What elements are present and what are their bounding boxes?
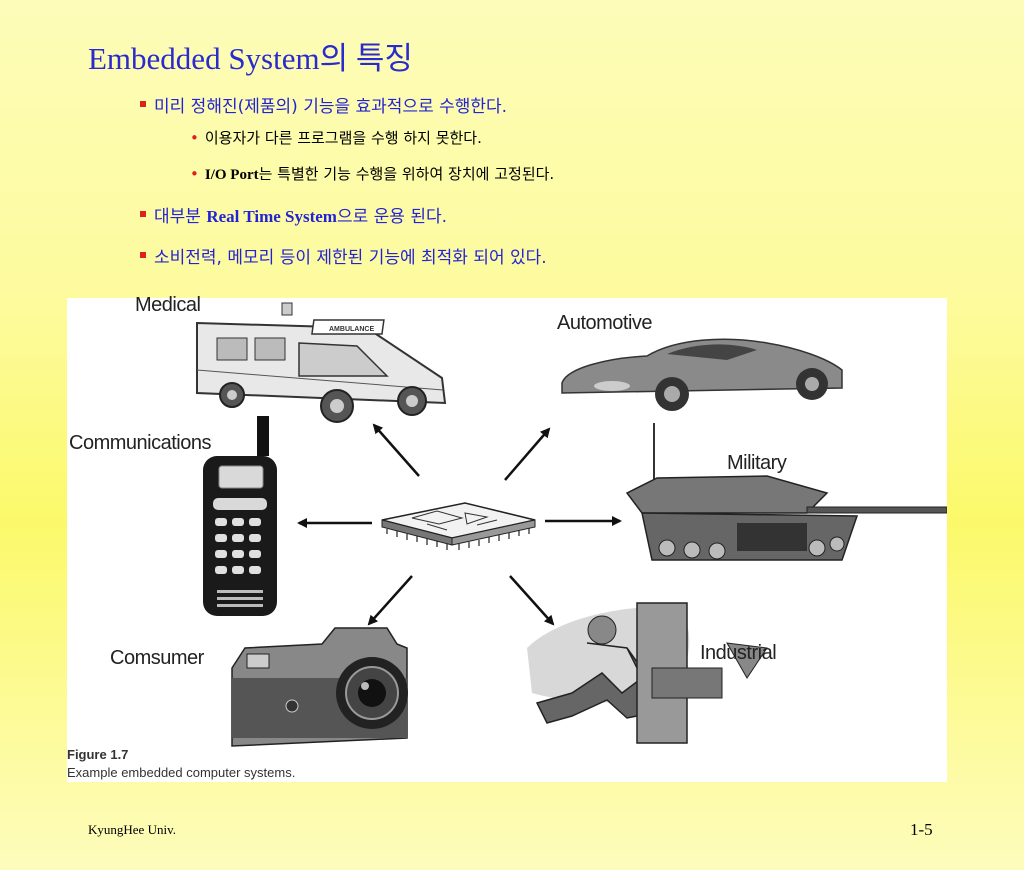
figure-caption-text: Example embedded computer systems. [67,765,296,780]
bullet-2-strong: Real Time System [206,207,337,226]
label-medical: Medical [135,294,201,316]
label-automotive: Automotive [557,312,653,334]
embedded-systems-figure: AMBULANCE [67,294,947,782]
figure-caption-title: Figure 1.7 [67,747,129,762]
label-military: Military [727,452,787,474]
arrow-to-automotive [504,427,551,481]
page-number: 1-5 [910,820,933,839]
cell-phone-illustration [203,416,277,616]
bullet-1-2-strong: I/O Port [204,167,259,183]
label-consumer: Comsumer [110,647,204,669]
footer-university: KyungHee Univ. [88,822,176,837]
tank-illustration [625,423,947,561]
bullet-2: 대부분 Real Time System으로 운용 된다. [140,202,447,227]
arrows [297,423,622,626]
worker-illustration [527,602,768,744]
bullet-1: 미리 정해진(제품의) 기능을 효과적으로 수행한다. [140,92,507,117]
ambulance-sign-text: AMBULANCE [329,326,374,333]
ambulance-illustration: AMBULANCE [196,302,447,423]
microprocessor-chip-illustration [381,502,536,550]
car-illustration [561,338,843,411]
bullet-1-2: • I/O Port는 특별한 기능 수행을 위하여 장치에 고정된다. [190,163,554,184]
bullet-3: 소비전력, 메모리 등이 제한된 기능에 최적화 되어 있다. [140,243,547,268]
square-bullet-icon [140,252,146,258]
dot-bullet-icon: • [190,129,199,147]
bullet-1-2-text: 는 특별한 기능 수행을 위하여 장치에 고정된다. [258,165,555,183]
bullet-1-text: 미리 정해진(제품의) 기능을 효과적으로 수행한다. [154,97,508,117]
label-communications: Communications [69,432,211,454]
square-bullet-icon [140,101,146,107]
arrow-to-consumer [367,575,413,626]
bullet-1-1-text: 이용자가 다른 프로그램을 수행 하지 못한다. [204,129,482,147]
label-industrial: Industrial [700,642,777,664]
bullet-1-1: • 이용자가 다른 프로그램을 수행 하지 못한다. [190,127,482,148]
dot-bullet-icon: • [190,165,199,183]
slide-title: Embedded System의 특징 [88,41,413,76]
arrow-to-medical [372,423,420,477]
bullet-2-prefix: 대부분 [154,207,207,227]
camera-illustration [231,627,408,747]
bullet-3-text: 소비전력, 메모리 등이 제한된 기능에 최적화 되어 있다. [154,248,547,268]
square-bullet-icon [140,211,146,217]
bullet-2-text: 으로 운용 된다. [336,207,448,227]
arrow-to-industrial [509,575,555,626]
